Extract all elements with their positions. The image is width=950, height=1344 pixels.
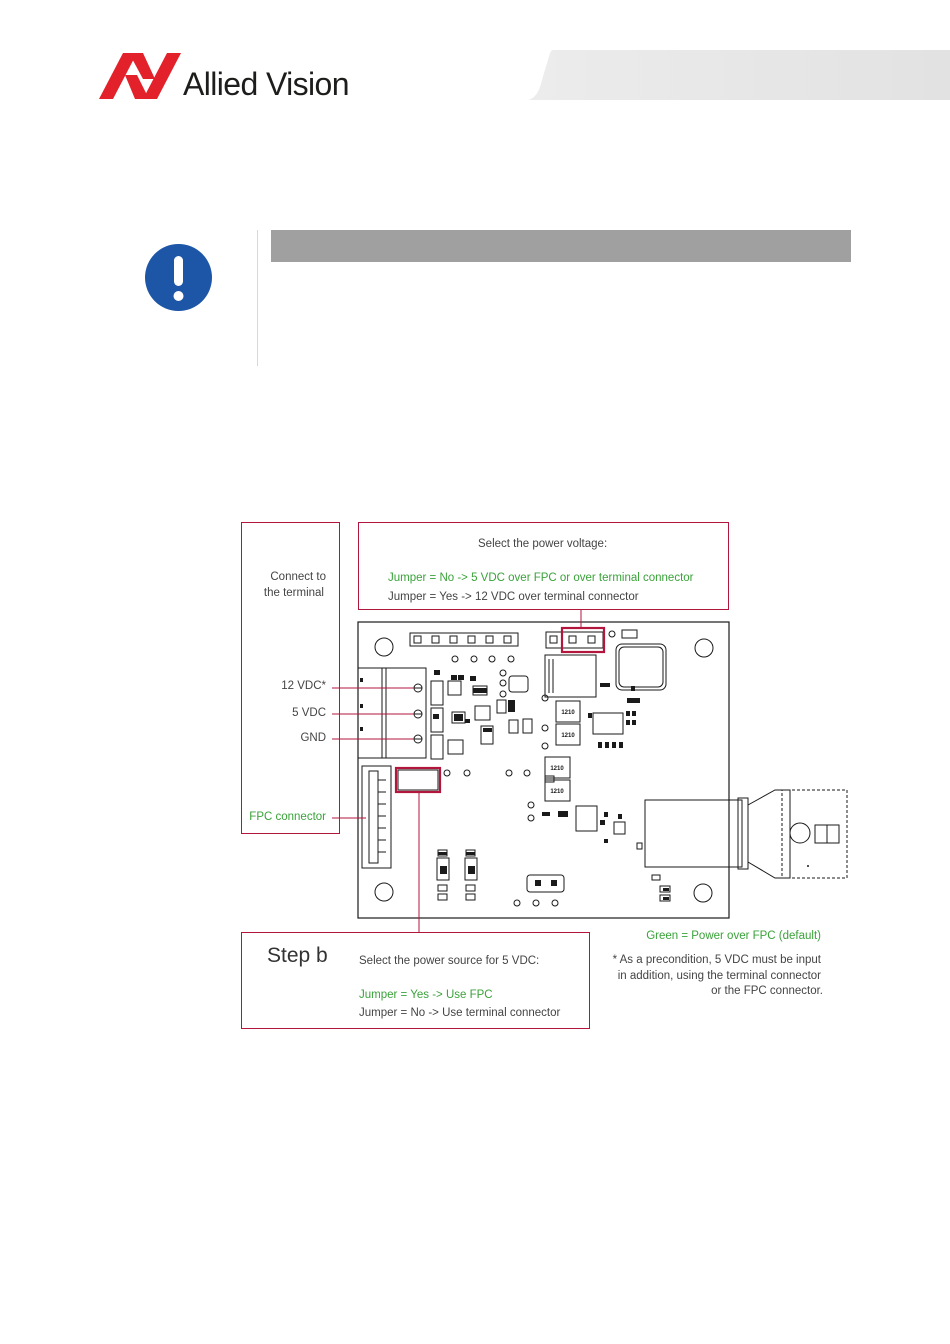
step-b-option-green: Jumper = Yes -> Use FPC [359,989,493,1001]
side-connector [644,789,848,879]
mounting-hole [694,638,714,658]
mounting-hole [374,882,394,902]
terminal-title-line2: the terminal [263,587,324,599]
component-label: 1210 [550,766,564,772]
component-label: 1210 [561,733,575,739]
jumper-source [397,769,439,791]
footnote-line2: in addition, using the terminal connecto… [617,970,821,982]
legend-green: Green = Power over FPC (default) [646,930,821,942]
footnote-line1: * As a precondition, 5 VDC must be input [612,954,821,966]
note-heading-bar [271,230,851,262]
jumper-voltage [545,631,604,649]
step-b-title: Select the power source for 5 VDC: [359,955,540,967]
pcb-outline [357,621,730,919]
allied-vision-logo-icon [99,53,181,99]
pin-label-12v: 12 VDC* [281,680,326,692]
mounting-hole [374,637,394,657]
step-a-option-green: Jumper = No -> 5 VDC over FPC or over te… [388,572,694,584]
brand-name: Allied Vision [183,66,350,102]
footnote-line3: or the FPC connector. [711,985,823,997]
step-a-title: Select the power voltage: [478,538,608,550]
fpc-connector [361,765,392,869]
header-decoration-bar [528,50,950,100]
terminal-callout-box [241,522,340,834]
power-voltage-callout-box [358,522,729,610]
jumper-voltage-highlight [560,626,606,654]
pin-header-6 [409,632,519,647]
power-source-callout-box [241,932,590,1029]
pin-label-gnd: GND [300,732,326,744]
exclamation-icon [145,244,212,311]
inductor [615,643,667,691]
terminal-block [357,667,427,759]
step-b-option-other: Jumper = No -> Use terminal connector [359,1007,561,1019]
component-label: 1210 [561,710,575,716]
note-divider [257,230,258,366]
mounting-hole [693,883,713,903]
pin-header-2 [526,874,565,893]
component-label: 1210 [550,789,564,795]
fpc-connector-label: FPC connector [249,811,326,823]
terminal-title-line1: Connect to [270,571,326,583]
jumper-source-highlight [394,766,442,794]
capacitor [544,654,597,698]
step-a-option-other: Jumper = Yes -> 12 VDC over terminal con… [388,591,639,603]
step-b-label: Step b [267,944,328,967]
pin-label-5v: 5 VDC [292,707,326,719]
